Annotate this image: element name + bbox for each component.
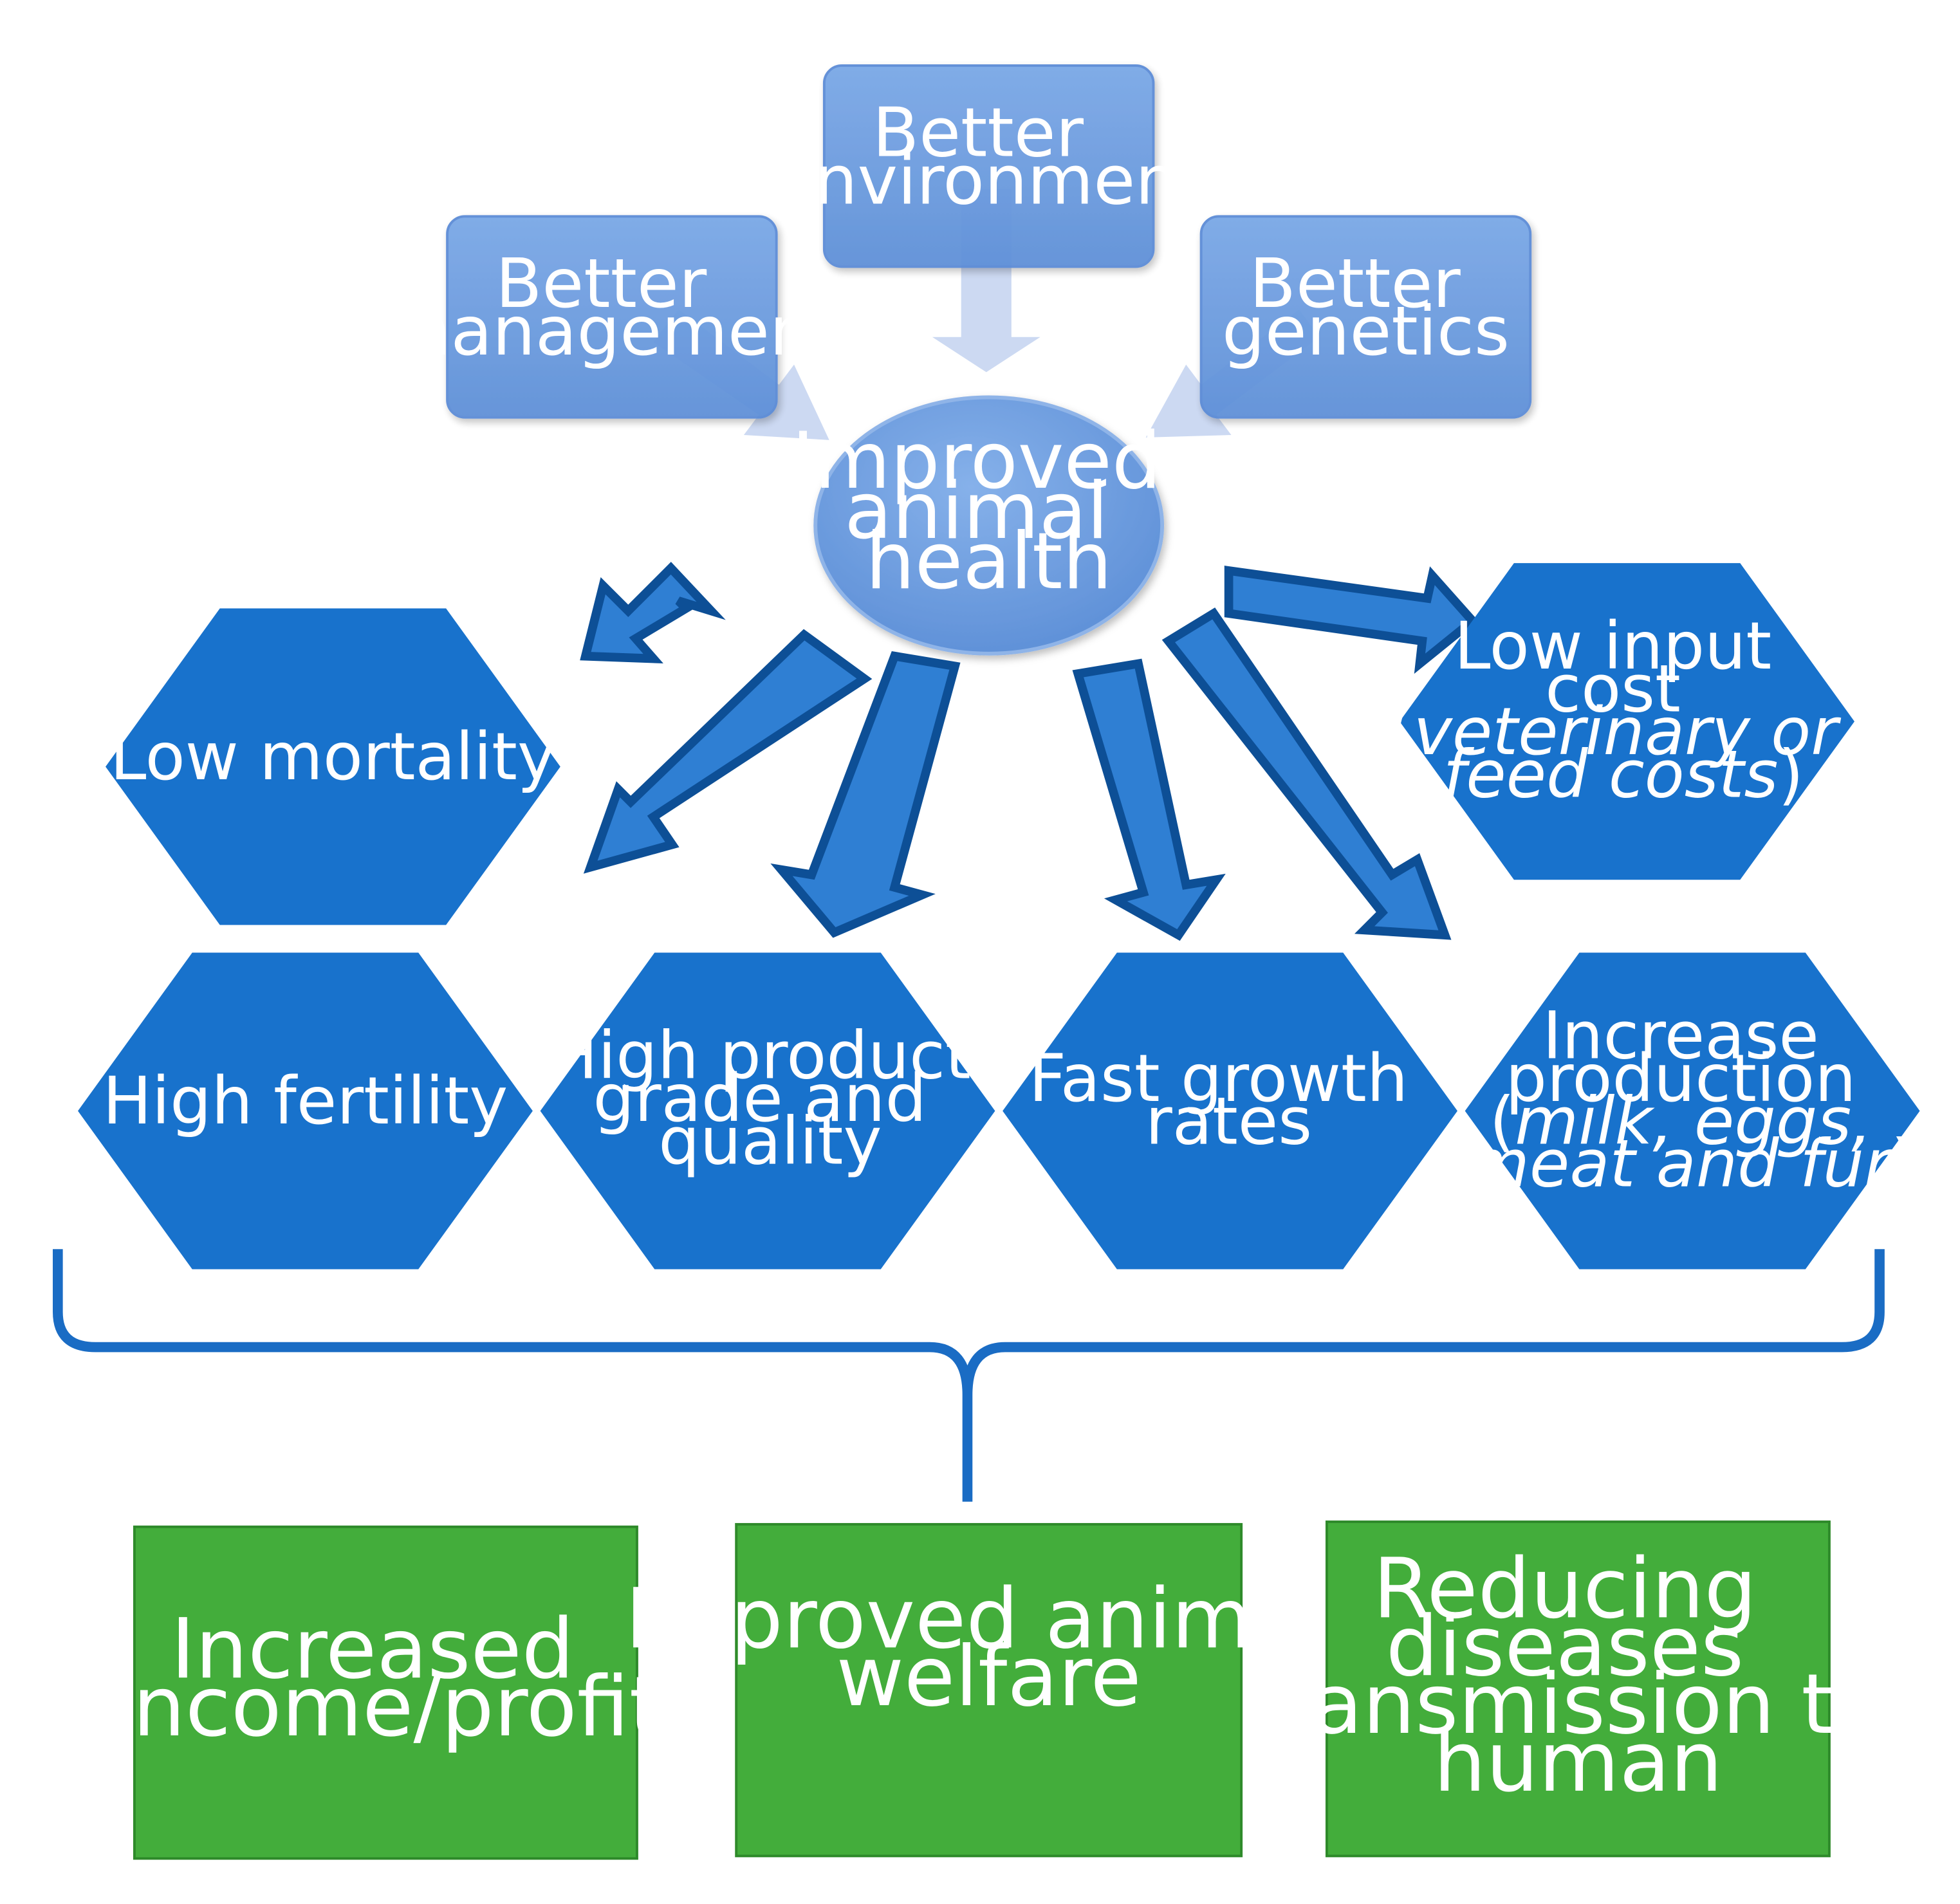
box-better-genetics: Better genetics <box>1199 215 1532 419</box>
box-better-environment: Better environment <box>773 64 1205 268</box>
box-increased-income: Increased income/profit <box>110 1525 662 1860</box>
hex-increase-production: Increase production (milk, eggs, meat an… <box>1465 952 1920 1270</box>
node-improved-animal-health-label: Improved animal health <box>791 416 1186 607</box>
box-improved-welfare-label: Improved animal welfare <box>625 1571 1353 1725</box>
hex-fast-growth-rates: Fast growth rates <box>1003 952 1457 1270</box>
box-better-environment-label: Better environment <box>773 93 1205 220</box>
effect-arrows <box>580 562 1479 941</box>
hex-low-mortality-label: Low mortality <box>110 719 556 795</box>
box-reducing-diseases-label: Reducing diseases transmission to human <box>1245 1540 1910 1810</box>
hex-low-input-cost: Low input cost (veterinary or feed costs… <box>1388 563 1858 880</box>
arrow-environment-to-health <box>932 189 1040 373</box>
box-increased-income-label: Increased income/profit <box>110 1601 662 1755</box>
hex-high-product-grade: High product grade and quality <box>540 952 995 1270</box>
arrow-to-high-product <box>770 651 961 938</box>
box-reducing-diseases: Reducing diseases transmission to human <box>1245 1520 1910 1858</box>
box-better-management: Better management <box>385 215 839 419</box>
hex-high-fertility: High fertility <box>78 952 533 1270</box>
hex-low-mortality: Low mortality <box>106 608 560 925</box>
hex-high-product-grade-label: High product grade and quality <box>549 1018 992 1179</box>
hex-high-fertility-label: High fertility <box>103 1063 508 1139</box>
arrow-to-increase-production <box>1161 607 1452 940</box>
hex-fast-growth-rates-label: Fast growth rates <box>1029 1040 1429 1159</box>
box-better-genetics-label: Better genetics <box>1222 244 1510 371</box>
hex-increase-production-label: Increase production (milk, eggs, meat an… <box>1466 997 1916 1201</box>
arrow-to-low-mortality <box>580 562 726 663</box>
arrow-to-low-input-cost <box>1224 566 1479 674</box>
arrow-to-fast-growth <box>1072 658 1226 941</box>
box-improved-welfare: Improved animal welfare <box>625 1522 1353 1858</box>
box-better-management-label: Better management <box>385 244 839 371</box>
hex-low-input-cost-label: Low input cost (veterinary or feed costs… <box>1388 608 1858 812</box>
arrow-to-high-fertility <box>583 629 873 874</box>
node-improved-animal-health: Improved animal health <box>791 395 1186 656</box>
grouping-brace <box>53 1249 1885 1502</box>
